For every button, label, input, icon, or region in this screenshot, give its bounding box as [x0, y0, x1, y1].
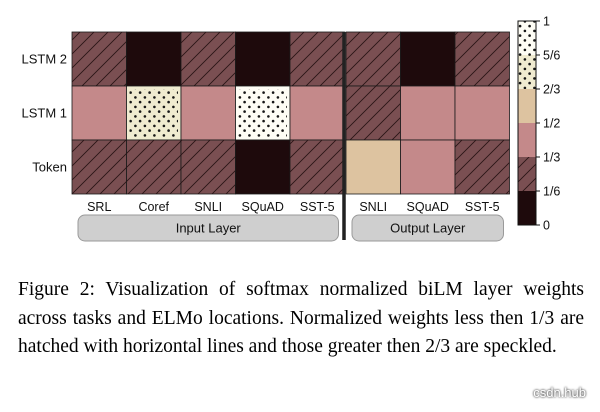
column-label: SQuAD [242, 200, 284, 214]
colorbar-tick-label: 5/6 [543, 49, 560, 63]
row-label: Token [32, 160, 67, 175]
heatmap-cell [400, 31, 456, 87]
cell-speckle [238, 89, 287, 137]
colorbar-tick-label: 1/2 [543, 117, 560, 131]
column-label: SNLI [359, 200, 387, 214]
colorbar-segment [518, 123, 536, 157]
group-label: Input Layer [176, 221, 242, 236]
cell-hatch [346, 86, 401, 140]
colorbar-segment [518, 191, 536, 225]
colorbar-speckle [518, 55, 536, 89]
cell-hatch [346, 32, 401, 86]
cell-hatch [455, 140, 510, 194]
cell-hatch [72, 32, 127, 86]
colorbar-speckle [518, 21, 536, 55]
cell-hatch [126, 140, 181, 194]
cell-hatch [455, 32, 510, 86]
cell-hatch [181, 32, 236, 86]
heatmap-cell [235, 31, 291, 87]
colorbar: 0 1/6 1/3 1/2 2/3 5/6 1 [517, 15, 560, 233]
column-label: SST-5 [300, 200, 335, 214]
heatmap-cell [71, 85, 127, 141]
colorbar-segment [518, 89, 536, 123]
colorbar-hatch [518, 157, 536, 191]
column-label: SQuAD [407, 200, 449, 214]
figure-caption: Figure 2: Visualization of softmax norma… [18, 279, 584, 357]
column-label: Coref [138, 200, 169, 214]
row-label: LSTM 2 [21, 52, 67, 67]
heatmap-cell [454, 85, 510, 141]
cell-hatch [181, 140, 236, 194]
heatmap-cell [180, 85, 236, 141]
cell-hatch [290, 32, 345, 86]
heatmap-cell [289, 85, 345, 141]
heatmap-cell [400, 85, 456, 141]
colorbar-tick-label: 1/6 [543, 185, 560, 199]
heatmap-figure: LSTM 2 LSTM 1 Token SRL Coref SNLI SQuAD SST-5… [21, 15, 560, 242]
cell-hatch [72, 140, 127, 194]
colorbar-tick-label: 1/3 [543, 151, 560, 165]
group-label: Output Layer [390, 221, 466, 236]
heatmap-cells [71, 31, 510, 195]
colorbar-tick-label: 0 [543, 219, 550, 233]
column-label: SRL [87, 200, 111, 214]
cell-speckle [129, 89, 178, 137]
column-label: SST-5 [465, 200, 500, 214]
column-label: SNLI [194, 200, 222, 214]
watermark: csdn.hub [533, 385, 586, 400]
column-labels: SRL Coref SNLI SQuAD SST-5 SNLI SQuAD SST-5 [87, 200, 500, 214]
heatmap-cell [126, 31, 182, 87]
cell-hatch [290, 140, 345, 194]
colorbar-tick-label: 1 [543, 15, 550, 29]
group-labels: Input Layer Output Layer [77, 214, 504, 242]
row-label: LSTM 1 [21, 106, 67, 121]
row-labels: LSTM 2 LSTM 1 Token [21, 52, 67, 175]
colorbar-tick-label: 2/3 [543, 83, 560, 97]
group-pill [77, 214, 339, 242]
group-pill [351, 214, 504, 242]
heatmap-cell [400, 139, 456, 195]
heatmap-cell [235, 139, 291, 195]
heatmap-cell [345, 139, 401, 195]
